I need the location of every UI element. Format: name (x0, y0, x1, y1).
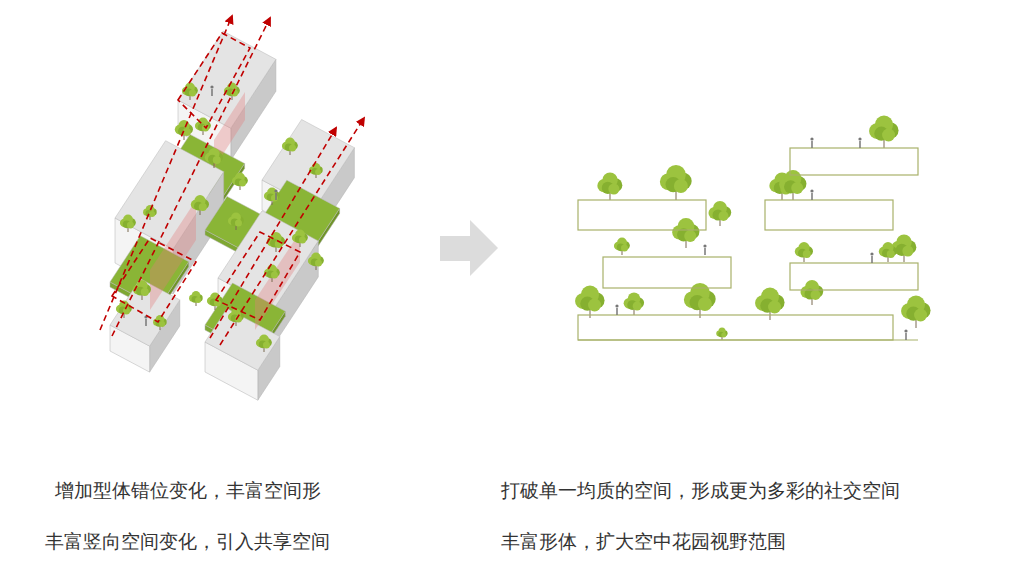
tree (191, 195, 209, 215)
block-side (258, 337, 280, 401)
block-top (262, 180, 340, 246)
caption-text: 丰富竖向空间变化，引入共享空间 (45, 529, 330, 553)
shared-space (150, 200, 196, 310)
tree (282, 138, 298, 156)
tree (614, 238, 630, 256)
person (210, 85, 213, 96)
tree (228, 213, 244, 231)
direction-arrows (100, 16, 364, 345)
tree (264, 188, 280, 206)
person (615, 304, 618, 315)
person (810, 137, 813, 148)
tree (292, 230, 308, 248)
tree (597, 173, 622, 201)
person (703, 244, 706, 255)
floor-slab (790, 263, 918, 290)
floor-slab (790, 148, 918, 175)
person (274, 189, 277, 200)
block-top (178, 31, 276, 128)
tree (660, 165, 692, 200)
tree (901, 296, 931, 329)
elevation-view (575, 116, 931, 341)
tree (795, 242, 813, 262)
tree (308, 253, 324, 271)
tree (709, 201, 732, 226)
shared-space (255, 232, 300, 330)
tree (143, 205, 157, 220)
tree (801, 280, 824, 305)
tree (624, 293, 644, 316)
person (870, 252, 873, 263)
floor-slab (578, 315, 893, 340)
person (144, 315, 147, 326)
block-top (110, 279, 180, 346)
tree (232, 173, 248, 191)
isometric-view (100, 16, 364, 400)
tree (205, 148, 223, 168)
floor-slab (578, 200, 706, 230)
tree (575, 286, 605, 319)
person (810, 189, 813, 200)
floor-slab (765, 200, 893, 230)
person (904, 329, 907, 340)
transition-arrow (440, 220, 498, 276)
tree (672, 218, 699, 248)
tree (189, 291, 203, 306)
tree (207, 293, 223, 311)
tree (716, 328, 727, 341)
person (858, 137, 861, 148)
caption-text: 丰富形体，扩大空中花园视野范围 (501, 529, 786, 553)
tree (879, 242, 897, 262)
caption-text: 打破单一均质的空间，形成更为多彩的社交空间 (501, 478, 900, 502)
floor-slab (603, 257, 731, 288)
tree (256, 335, 272, 353)
tree (153, 315, 167, 330)
caption-text: 增加型体错位变化，丰富空间形 (55, 478, 321, 502)
block-top (205, 308, 280, 370)
tree (175, 120, 193, 140)
ground-line (578, 339, 918, 340)
tree (120, 215, 136, 233)
tree (869, 116, 899, 149)
tree (267, 232, 285, 252)
